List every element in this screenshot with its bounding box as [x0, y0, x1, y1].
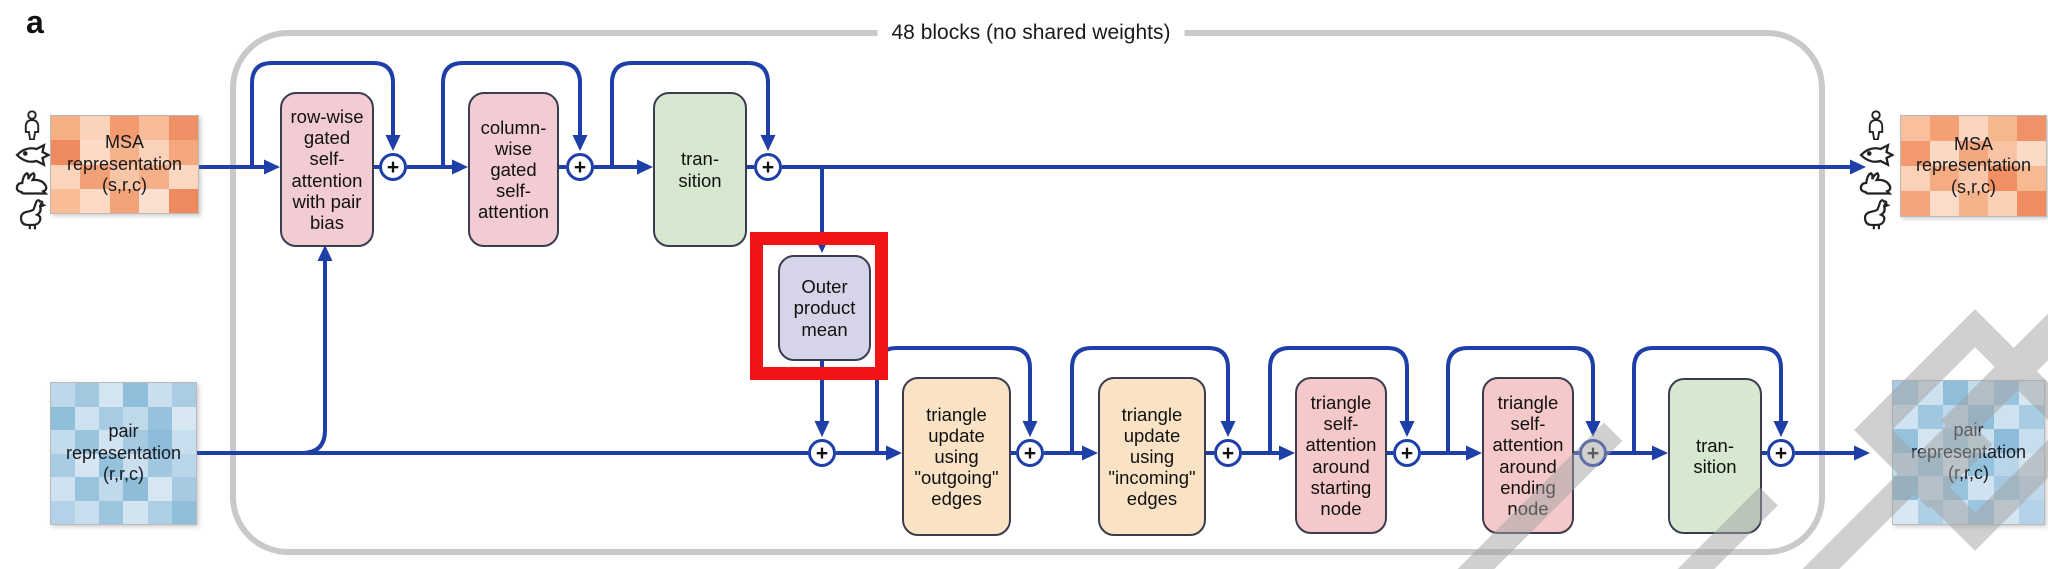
- pair-heatmap: [51, 383, 196, 524]
- add-node: +: [1016, 439, 1044, 467]
- rabbit-icon: [1859, 171, 1893, 195]
- person-icon: [1868, 110, 1884, 140]
- rooster-icon: [1863, 199, 1891, 230]
- msa-representation-output: MSA representation (s,r,c): [1900, 115, 2047, 217]
- species-icon-stack-left: [12, 110, 52, 230]
- msa-heatmap: [1901, 116, 2046, 216]
- rabbit-icon: [15, 171, 49, 195]
- pair-representation-output: pair representation (r,r,c): [1892, 380, 2045, 525]
- pair-representation-input: pair representation (r,r,c): [50, 382, 197, 525]
- add-node: +: [379, 153, 407, 181]
- fish-icon: [1859, 143, 1894, 167]
- msa-representation-input: MSA representation (s,r,c): [50, 115, 199, 214]
- plus-symbol: +: [761, 155, 775, 179]
- add-node: +: [1579, 439, 1607, 467]
- plus-symbol: +: [386, 155, 400, 179]
- signal-wires: [195, 61, 1854, 455]
- pair-output-label: pair representation (r,r,c): [1910, 420, 2027, 484]
- plus-symbol: +: [573, 155, 587, 179]
- triangle-update-incoming-block: triangle update using "incoming" edges: [1098, 377, 1206, 536]
- add-node: +: [808, 439, 836, 467]
- add-node: +: [566, 153, 594, 181]
- fish-icon: [15, 143, 50, 167]
- msa-heatmap: [51, 116, 198, 213]
- msa-transition-block: tran- sition: [653, 92, 747, 247]
- pair-transition-block: tran- sition: [1668, 378, 1762, 534]
- highlight-box-red: [750, 232, 888, 380]
- triangle-self-attention-ending-node-block: triangle self- attention around ending n…: [1482, 377, 1574, 534]
- triangle-update-outgoing-block: triangle update using "outgoing" edges: [902, 377, 1011, 536]
- outer-product-mean-block: Outer product mean: [778, 255, 871, 361]
- plus-symbol: +: [1400, 441, 1414, 465]
- person-icon: [24, 110, 40, 140]
- triangle-self-attention-starting-node-block: triangle self- attention around starting…: [1295, 377, 1387, 534]
- msa-input-label: MSA representation (s,r,c): [66, 132, 183, 196]
- panel-label-a: a: [26, 4, 44, 40]
- msa-output-label: MSA representation (s,r,c): [1915, 133, 2032, 197]
- plus-symbol: +: [1221, 441, 1235, 465]
- species-icon-stack-right: [1856, 110, 1896, 230]
- rooster-icon: [19, 199, 47, 230]
- add-node: +: [1767, 439, 1795, 467]
- plus-symbol: +: [815, 441, 829, 465]
- row-wise-gated-self-attention-block: row-wise gated self- attention with pair…: [280, 92, 374, 247]
- add-node: +: [1214, 439, 1242, 467]
- plus-symbol: +: [1774, 441, 1788, 465]
- blocks-count-label: 48 blocks (no shared weights): [877, 21, 1185, 45]
- add-node: +: [754, 153, 782, 181]
- plus-symbol: +: [1586, 441, 1600, 465]
- plus-symbol: +: [1023, 441, 1037, 465]
- add-node: +: [1393, 439, 1421, 467]
- pair-input-label: pair representation (r,r,c): [65, 421, 182, 485]
- column-wise-gated-self-attention-block: column- wise gated self- attention: [468, 92, 559, 247]
